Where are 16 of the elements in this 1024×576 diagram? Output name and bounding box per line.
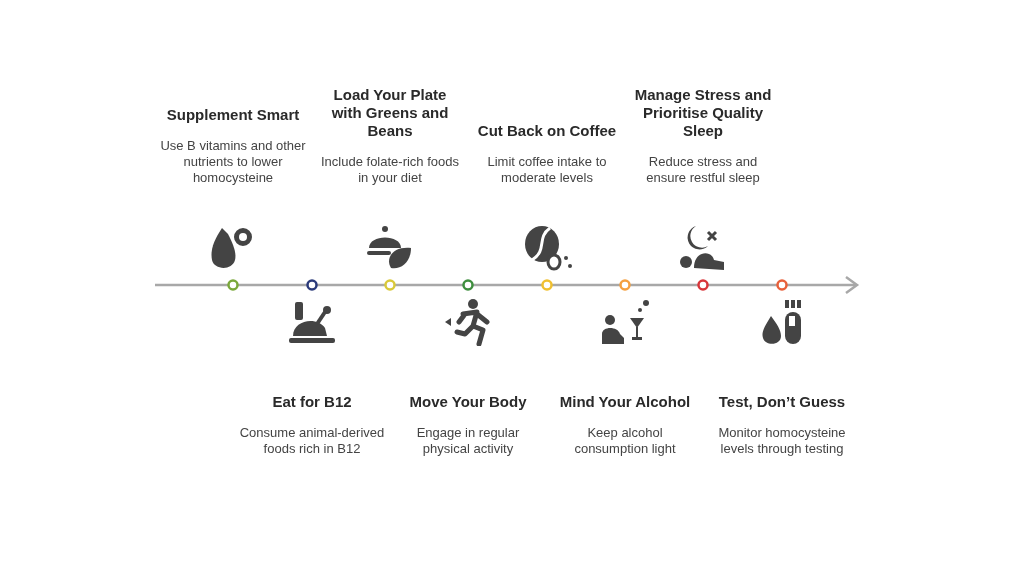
step-description: Consume animal-derived foods rich in B12 [238, 425, 386, 457]
step-heading: Mind Your Alcohol [558, 393, 692, 411]
step-description: Limit coffee intake to moderate levels [486, 154, 608, 186]
step-description: Engage in regular physical activity [415, 425, 521, 457]
step-description: Monitor homocysteine levels through testing [717, 425, 847, 457]
step-heading: Manage Stress and Prioritise Quality Sleep [633, 86, 773, 140]
step-description: Use B vitamins and other nutrients to lower homocysteine [159, 138, 307, 186]
step-heading: Eat for B12 [271, 393, 353, 411]
step-heading: Load Your Plate with Greens and Beans [330, 86, 450, 140]
step-heading: Cut Back on Coffee [476, 122, 618, 140]
step-description: Reduce stress and ensure restful sleep [645, 154, 761, 186]
step-heading: Test, Don’t Guess [717, 393, 847, 411]
step-heading: Move Your Body [408, 393, 528, 411]
step-description: Include folate-rich foods in your diet [320, 154, 460, 186]
step-heading: Supplement Smart [165, 106, 301, 124]
step-description: Keep alcohol consumption light [573, 425, 677, 457]
